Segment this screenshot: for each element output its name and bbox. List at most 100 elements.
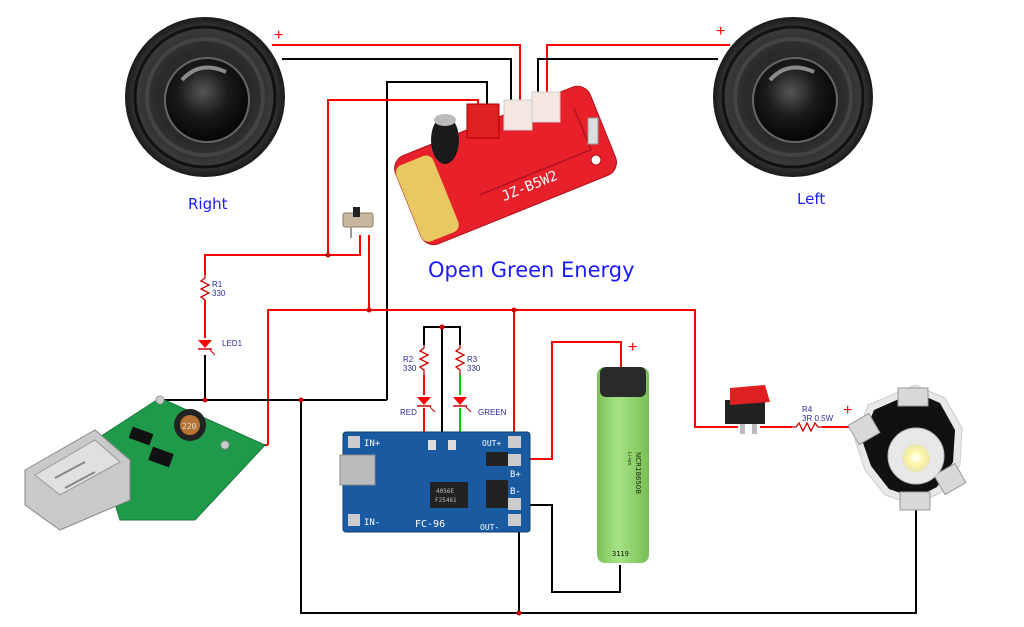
left-speaker-label: Left xyxy=(797,190,825,208)
power-led-star: + xyxy=(843,384,967,511)
led1-ref: LED1 xyxy=(222,339,243,348)
slide-switch-knob[interactable] xyxy=(353,207,360,217)
bt-usb-port xyxy=(587,117,599,145)
rocker-switch-button[interactable] xyxy=(730,385,770,405)
pin-b-minus-label: B- xyxy=(510,487,521,497)
resistor-symbol xyxy=(199,275,211,301)
junction-dot xyxy=(366,307,372,313)
pin-in-plus-label: IN+ xyxy=(364,439,381,449)
green-led-label: GREEN xyxy=(478,408,507,417)
pin-out-plus-label: OUT+ xyxy=(482,439,501,448)
right-speaker-label: Right xyxy=(188,195,228,213)
resistor-symbol xyxy=(792,421,822,433)
battery-code: 3119 xyxy=(612,550,629,558)
pin-out-minus-label: OUT- xyxy=(480,523,499,532)
right-speaker-plus-label: + xyxy=(274,27,283,44)
protection-ic xyxy=(486,480,508,508)
resistor-symbol xyxy=(418,345,430,375)
r2-value: 330 xyxy=(403,364,417,373)
wire-switch-to-r1 xyxy=(204,235,361,275)
led-symbol xyxy=(453,397,467,405)
led-pad-positive xyxy=(847,412,881,446)
bt-antenna xyxy=(395,155,459,242)
charger-ic xyxy=(430,482,468,508)
charger-module: IN+ IN- FC-96 4056E F25461 OUT+ B+ B- OU… xyxy=(339,431,531,533)
left-speaker: + Left xyxy=(713,17,873,208)
led-green: GREEN xyxy=(453,397,507,417)
led-emitter xyxy=(902,444,930,472)
battery-model: NCR18650B xyxy=(634,452,642,494)
junction-dot xyxy=(298,397,304,403)
left-speaker-plus-label: + xyxy=(716,23,725,40)
battery-18650: NCR18650B Li-ion 3119 + xyxy=(597,339,649,563)
junction-dot xyxy=(511,307,517,313)
pin-b-plus-label: B+ xyxy=(510,470,521,480)
wire-positive-rail xyxy=(267,309,738,445)
battery-plus-label: + xyxy=(628,339,637,356)
wire-right-speaker-negative xyxy=(282,58,512,107)
led-led1: LED1 xyxy=(198,339,243,356)
boost-module: 220 xyxy=(24,395,266,531)
r1-value: 330 xyxy=(212,289,226,298)
boost-diode xyxy=(128,426,154,446)
mosfet-ic xyxy=(486,452,508,466)
junction-dot xyxy=(202,397,208,403)
bt-capacitor xyxy=(431,116,459,164)
battery-top-band xyxy=(600,367,646,397)
resistor-r4: R4 3R 0.5W xyxy=(792,405,834,433)
battery-body xyxy=(597,367,649,563)
rocker-switch[interactable] xyxy=(725,385,770,434)
battery-subtitle: Li-ion xyxy=(626,452,632,466)
wire-bt-bat-negative xyxy=(386,81,488,400)
resistor-r2: R2 330 xyxy=(403,345,430,375)
bt-lout-connector xyxy=(531,91,561,123)
led-pad-negative xyxy=(899,491,931,511)
led-symbol xyxy=(417,397,431,405)
red-led-label: RED xyxy=(400,408,417,417)
pad-in-plus xyxy=(348,436,360,448)
charger-ic-code: F25461 xyxy=(435,497,457,504)
wire-b-plus-to-battery xyxy=(527,341,622,460)
resistor-r1: R1 330 xyxy=(199,275,226,301)
junction-dot xyxy=(516,610,522,616)
pad-out-plus xyxy=(508,436,521,448)
diagram-title: Open Green Energy xyxy=(428,258,635,282)
wire-b-minus-to-battery xyxy=(521,504,621,593)
r3-value: 330 xyxy=(467,364,481,373)
wire-left-speaker-negative xyxy=(537,58,718,97)
led-pad xyxy=(897,387,929,407)
power-led-plus-label: + xyxy=(843,402,852,419)
boost-pad-negative xyxy=(155,395,165,405)
led-red: RED xyxy=(400,397,436,417)
r4-ref: R4 xyxy=(802,405,813,414)
junction-dots xyxy=(202,252,522,616)
bt-bat-connector xyxy=(466,103,500,139)
bt-rout-connector xyxy=(503,99,533,131)
wire-right-speaker-positive xyxy=(272,44,521,107)
r2-ref: R2 xyxy=(403,355,414,364)
boost-pad-positive xyxy=(220,440,230,450)
pad-in-minus xyxy=(348,514,360,526)
pad-out-minus xyxy=(508,514,521,526)
led-symbol xyxy=(198,340,212,348)
right-speaker: + Right xyxy=(125,17,285,213)
r1-ref: R1 xyxy=(212,280,223,289)
pin-in-minus-label: IN- xyxy=(364,518,380,528)
charger-module-name: FC-96 xyxy=(415,519,445,530)
inductor-value: 220 xyxy=(182,422,197,431)
r3-ref: R3 xyxy=(467,355,478,364)
charger-ic-name: 4056E xyxy=(436,488,454,495)
led-pad xyxy=(933,462,967,496)
bluetooth-module: JZ-B5W2 xyxy=(394,85,617,246)
wire-left-speaker-positive xyxy=(546,44,730,97)
junction-dot xyxy=(439,324,445,330)
r4-value: 3R 0.5W xyxy=(802,414,834,423)
speaker-dome xyxy=(752,57,838,143)
boost-ic xyxy=(148,446,174,468)
slide-switch[interactable] xyxy=(342,207,374,238)
wire-ground-bottom xyxy=(300,400,917,614)
pad-b-minus xyxy=(508,498,521,510)
speaker-dome xyxy=(164,57,250,143)
resistor-symbol xyxy=(454,345,466,375)
